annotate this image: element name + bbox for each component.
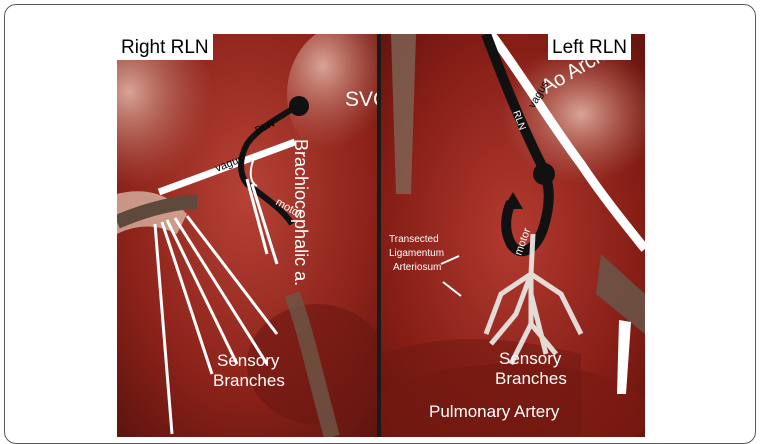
sensory-branch-lines (153, 178, 279, 435)
direction-arrowhead (503, 192, 523, 209)
nerve-origin-dot (289, 96, 309, 116)
left-rln-illustration: Ao Arch vagus RLN motor Transected Ligam… (381, 34, 645, 437)
pointer-line-1 (440, 255, 460, 265)
panel-divider (377, 34, 381, 437)
nerve-origin-dot (533, 163, 555, 185)
svc-highlight (287, 34, 377, 164)
ligament-label-2: Ligamentum (389, 248, 444, 259)
sensory-label-left-2: Branches (213, 371, 285, 390)
instrument-shaft (117, 195, 198, 229)
lower-tissue (381, 339, 581, 437)
instrument-left (391, 34, 416, 194)
left-rln-title: Left RLN (548, 34, 631, 60)
instrument-right (596, 254, 645, 334)
hook-line (249, 155, 258, 187)
ligament-label-3: Arteriosum (393, 262, 441, 273)
vagus-nerve-line (157, 138, 297, 196)
right-rln-title: Right RLN (117, 34, 213, 60)
right-rln-illustration: SVC vagus RLN motor Brachiocephalic a. S… (117, 34, 377, 437)
aortic-arch-line (487, 34, 645, 252)
rln-nerve-path (481, 34, 554, 257)
white-marker (617, 320, 631, 394)
rln-nerve-path (238, 103, 299, 226)
left-rln-photo: Ao Arch vagus RLN motor Transected Ligam… (381, 34, 645, 437)
pulmonary-artery-label: Pulmonary Artery (429, 402, 560, 421)
pleura-highlight (117, 44, 227, 204)
svc-label: SVC (345, 88, 377, 111)
sensory-label-right-2: Branches (495, 369, 567, 388)
ligament-label-1: Transected (389, 234, 439, 245)
sensory-label-left-1: Sensory (217, 351, 280, 370)
sensory-label-right-1: Sensory (499, 349, 562, 368)
right-rln-photo: SVC vagus RLN motor Brachiocephalic a. S… (117, 34, 377, 437)
brachiocephalic-label: Brachiocephalic a. (291, 139, 311, 286)
pointer-line-2 (442, 281, 462, 297)
sensory-branch-lines (483, 233, 584, 366)
retractor (284, 291, 340, 437)
